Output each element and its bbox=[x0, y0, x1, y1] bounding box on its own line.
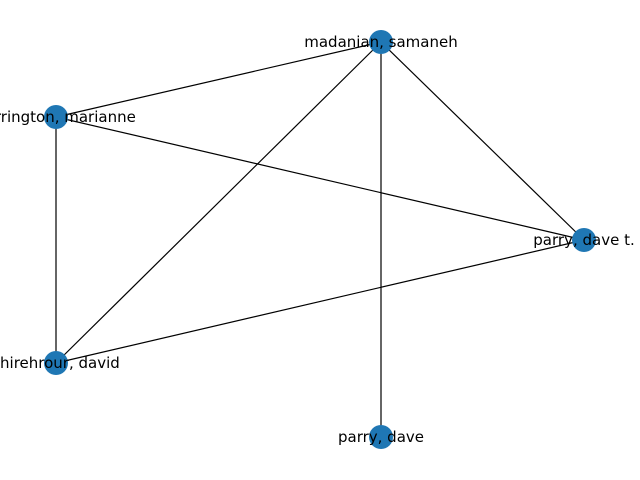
edge-madanian-shirehrour bbox=[55, 41, 382, 364]
node-shirehrour bbox=[44, 351, 68, 375]
node-label-madanian: madanian, samaneh bbox=[304, 33, 457, 51]
node-label-parry_t: parry, dave t. bbox=[533, 231, 634, 249]
edge-shirehrour-parry_t bbox=[55, 239, 585, 364]
node-label-parry: parry, dave bbox=[338, 428, 424, 446]
node-harrington bbox=[44, 105, 68, 129]
node-madanian bbox=[369, 30, 393, 54]
edge-madanian-harrington bbox=[55, 41, 382, 118]
edges-layer bbox=[55, 41, 585, 437]
node-label-harrington: harrington, marianne bbox=[0, 108, 136, 126]
nodes-layer bbox=[44, 30, 596, 449]
node-parry_t bbox=[572, 228, 596, 252]
edge-madanian-parry_t bbox=[380, 41, 585, 241]
labels-layer: madanian, samaneh harrington, marianne par… bbox=[0, 33, 635, 446]
node-parry bbox=[369, 425, 393, 449]
edge-harrington-parry_t bbox=[55, 116, 585, 241]
node-label-shirehrour: shirehrour, david bbox=[0, 354, 120, 372]
